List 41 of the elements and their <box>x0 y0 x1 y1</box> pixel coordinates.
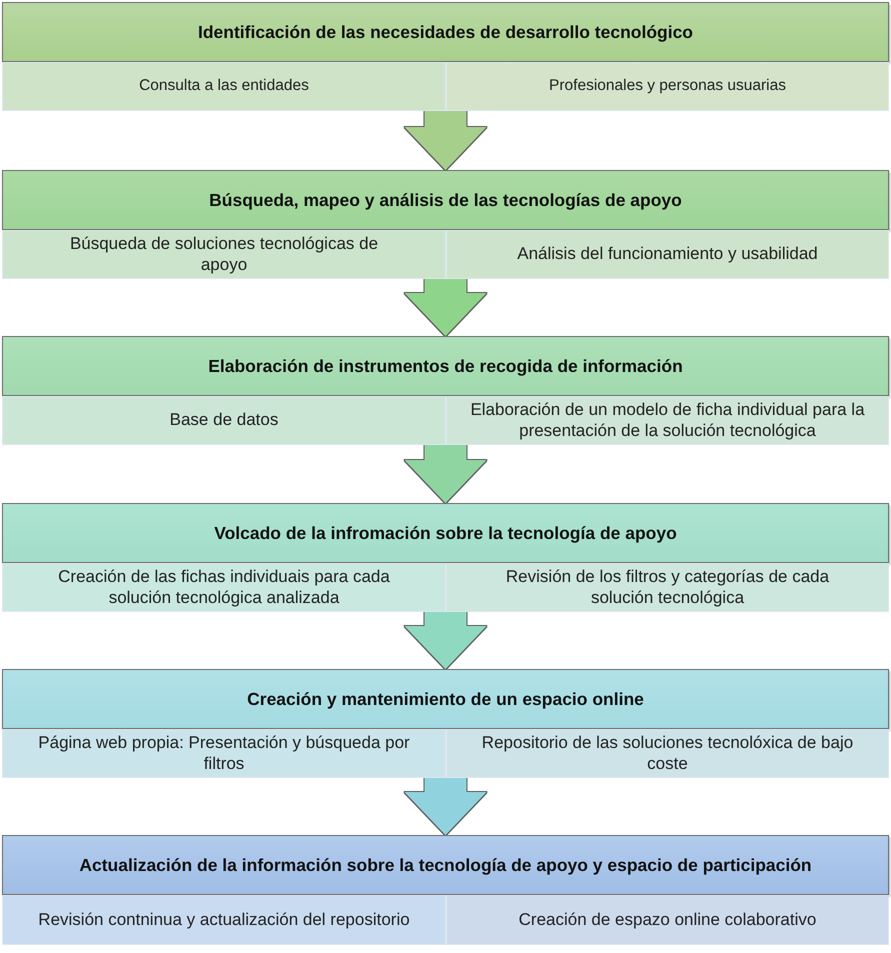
task-cell <box>446 729 889 778</box>
task-text: Revisión contninua y actualización del repositorio <box>38 910 410 930</box>
task-cell <box>446 895 889 945</box>
task-text: Base de datos <box>170 410 278 431</box>
stage-title: Creación y mantenimiento de un espacio online <box>247 688 644 710</box>
down-arrow <box>404 445 486 503</box>
task-text: Repositorio de las soluciones tecnolóxica de bajo coste <box>480 733 854 774</box>
stage-panel <box>2 669 889 778</box>
task-cell <box>2 230 446 279</box>
task-cell <box>2 396 446 445</box>
stage-panel <box>2 503 889 612</box>
task-cell <box>2 895 446 945</box>
down-arrow <box>404 279 486 336</box>
down-arrow <box>404 612 486 669</box>
task-text: Análisis del funcionamiento y usabilidad <box>517 244 818 265</box>
stage-panel <box>2 835 889 945</box>
stage-panel <box>2 2 889 111</box>
task-text: Elaboración de un modelo de ficha individual para la presentación de la solución tecnológica <box>469 400 866 441</box>
task-text: Página web propia: Presentación y búsqueda por filtros <box>37 733 411 774</box>
task-text: Consulta a las entidades <box>139 77 309 96</box>
task-cell <box>446 230 889 279</box>
task-cell <box>2 62 446 111</box>
stage-title: Actualización de la información sobre la tecnología de apoyo y espacio de participación <box>79 854 812 876</box>
task-cell <box>446 62 889 111</box>
task-text: Creación de espazo online colaborativo <box>518 910 816 930</box>
task-text: Revisión de los filtros y categorías de cada solución tecnológica <box>504 567 830 608</box>
stage-panel <box>2 170 889 279</box>
down-arrow <box>404 111 486 170</box>
stage-title: Elaboración de instrumentos de recogida de información <box>208 356 683 376</box>
task-text: Creación de las fichas individuais para cada solución tecnológica analizada <box>57 567 391 608</box>
stage-title: Identificación de las necesidades de desarrollo tecnológico <box>198 22 693 42</box>
down-arrow <box>404 778 486 835</box>
task-cell <box>2 563 446 612</box>
stage-title: Volcado de la infromación sobre la tecnología de apoyo <box>214 522 677 544</box>
task-cell <box>446 396 889 445</box>
stage-title: Búsqueda, mapeo y análisis de las tecnologías de apoyo <box>209 190 682 210</box>
stage-panel <box>2 336 889 445</box>
task-text: Búsqueda de soluciones tecnológicas de apoyo <box>68 234 380 275</box>
task-cell <box>2 729 446 778</box>
task-text: Profesionales y personas usuarias <box>549 77 786 96</box>
task-cell <box>446 563 889 612</box>
